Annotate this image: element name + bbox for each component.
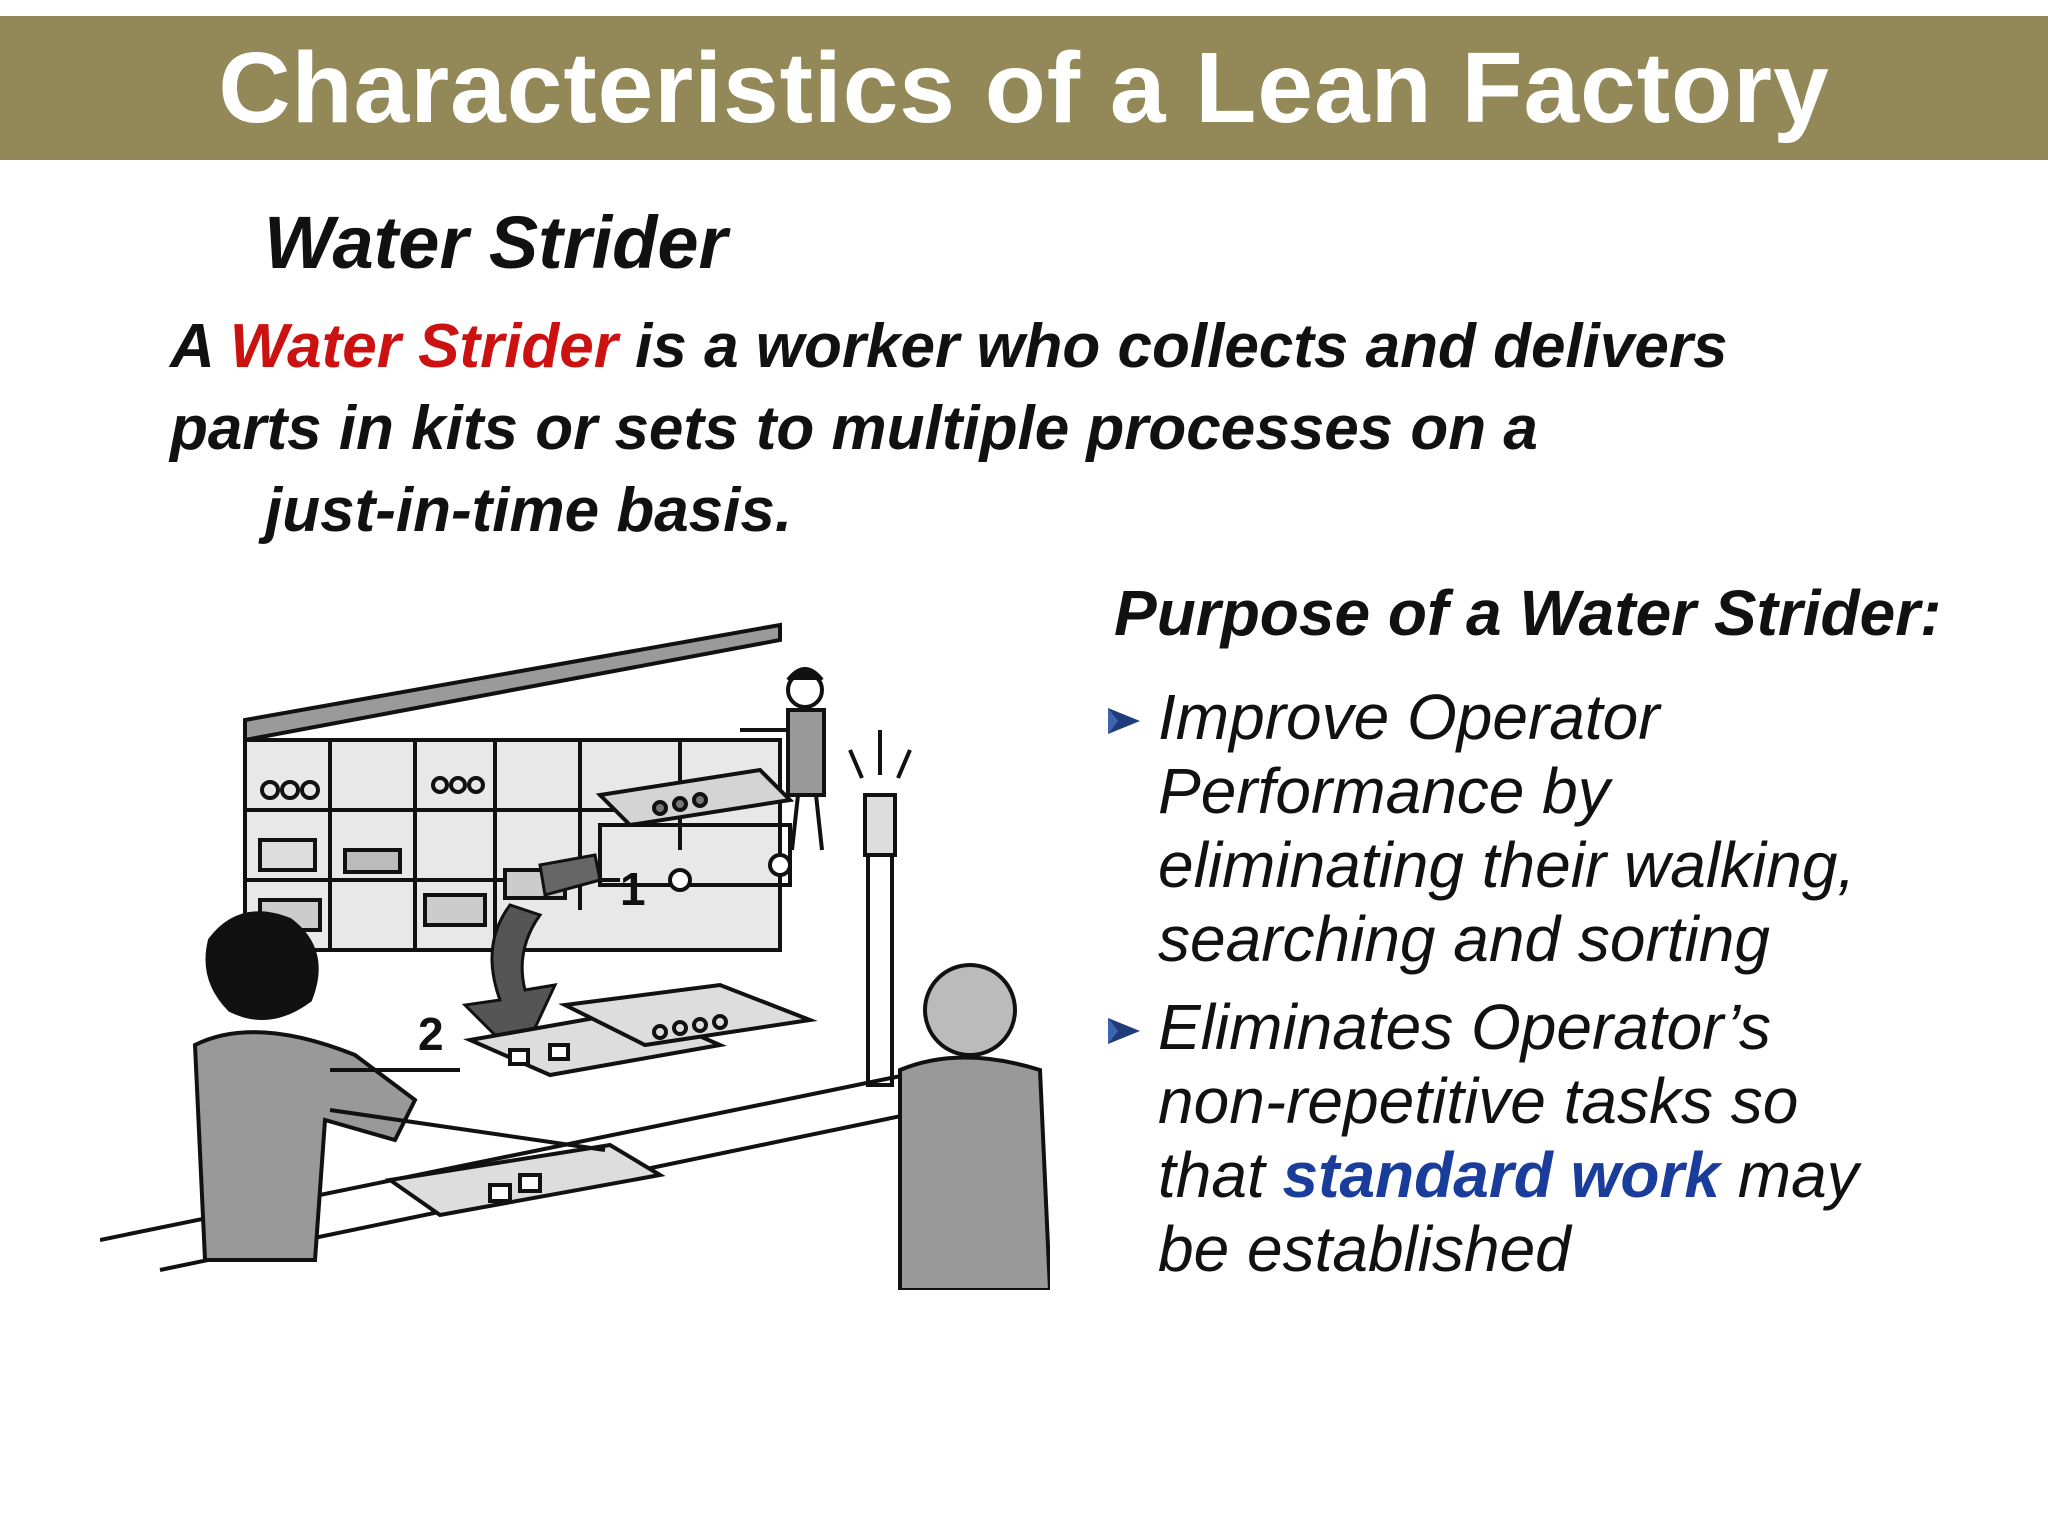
water-strider-figure xyxy=(740,667,826,851)
bullet-text-line: Performance by xyxy=(1158,755,1610,827)
title-bar: Characteristics of a Lean Factory xyxy=(0,16,2048,160)
triangle-arrow-icon xyxy=(1108,1018,1140,1044)
bullet-text-line: eliminating their walking, xyxy=(1158,829,1856,901)
water-strider-illustration: 1 2 xyxy=(100,622,1050,1290)
bullet-text-line: that standard work may xyxy=(1158,1138,2040,1212)
bullet-text-line: non-repetitive tasks so xyxy=(1158,1065,1799,1137)
operator-figure-right xyxy=(898,963,1050,1290)
bullet-text-line: Eliminates Operator’s xyxy=(1158,991,1771,1063)
operator-figure-left xyxy=(192,911,606,1262)
definition-intro: A xyxy=(170,312,230,381)
bullet-item: Eliminates Operator’s non-repetitive tas… xyxy=(1100,990,2040,1286)
standard-work-highlight: standard work xyxy=(1282,1139,1720,1211)
definition-paragraph: A Water Strider is a worker who collects… xyxy=(170,306,1990,552)
andon-light xyxy=(848,730,912,1087)
parts-cart xyxy=(595,767,795,892)
purpose-heading: Purpose of a Water Strider: xyxy=(1114,577,1942,649)
triangle-arrow-icon xyxy=(1108,708,1140,734)
definition-line-3: just-in-time basis. xyxy=(265,476,793,545)
bullet-text-line: Improve Operator xyxy=(1158,681,1660,753)
slide-subtitle: Water Strider xyxy=(264,201,728,284)
parts-shelf xyxy=(243,622,782,952)
slide-title: Characteristics of a Lean Factory xyxy=(218,32,1830,144)
step-label-2: 2 xyxy=(418,1008,444,1060)
bullet-text-fragment: may xyxy=(1719,1139,1859,1211)
bullet-list: Improve Operator Performance by eliminat… xyxy=(1100,680,2040,1300)
definition-line-1: A Water Strider is a worker who collects… xyxy=(170,306,1990,388)
bullet-text-fragment: that xyxy=(1158,1139,1283,1211)
definition-line-2: parts in kits or sets to multiple proces… xyxy=(170,394,1538,463)
definition-line-1-rest: is a worker who collects and delivers xyxy=(617,312,1728,381)
step-label-1: 1 xyxy=(620,863,646,915)
bullet-text-line: be established xyxy=(1158,1213,1571,1285)
bullet-item: Improve Operator Performance by eliminat… xyxy=(1100,680,2040,976)
definition-term: Water Strider xyxy=(229,312,618,381)
bullet-text-line: searching and sorting xyxy=(1158,903,1770,975)
